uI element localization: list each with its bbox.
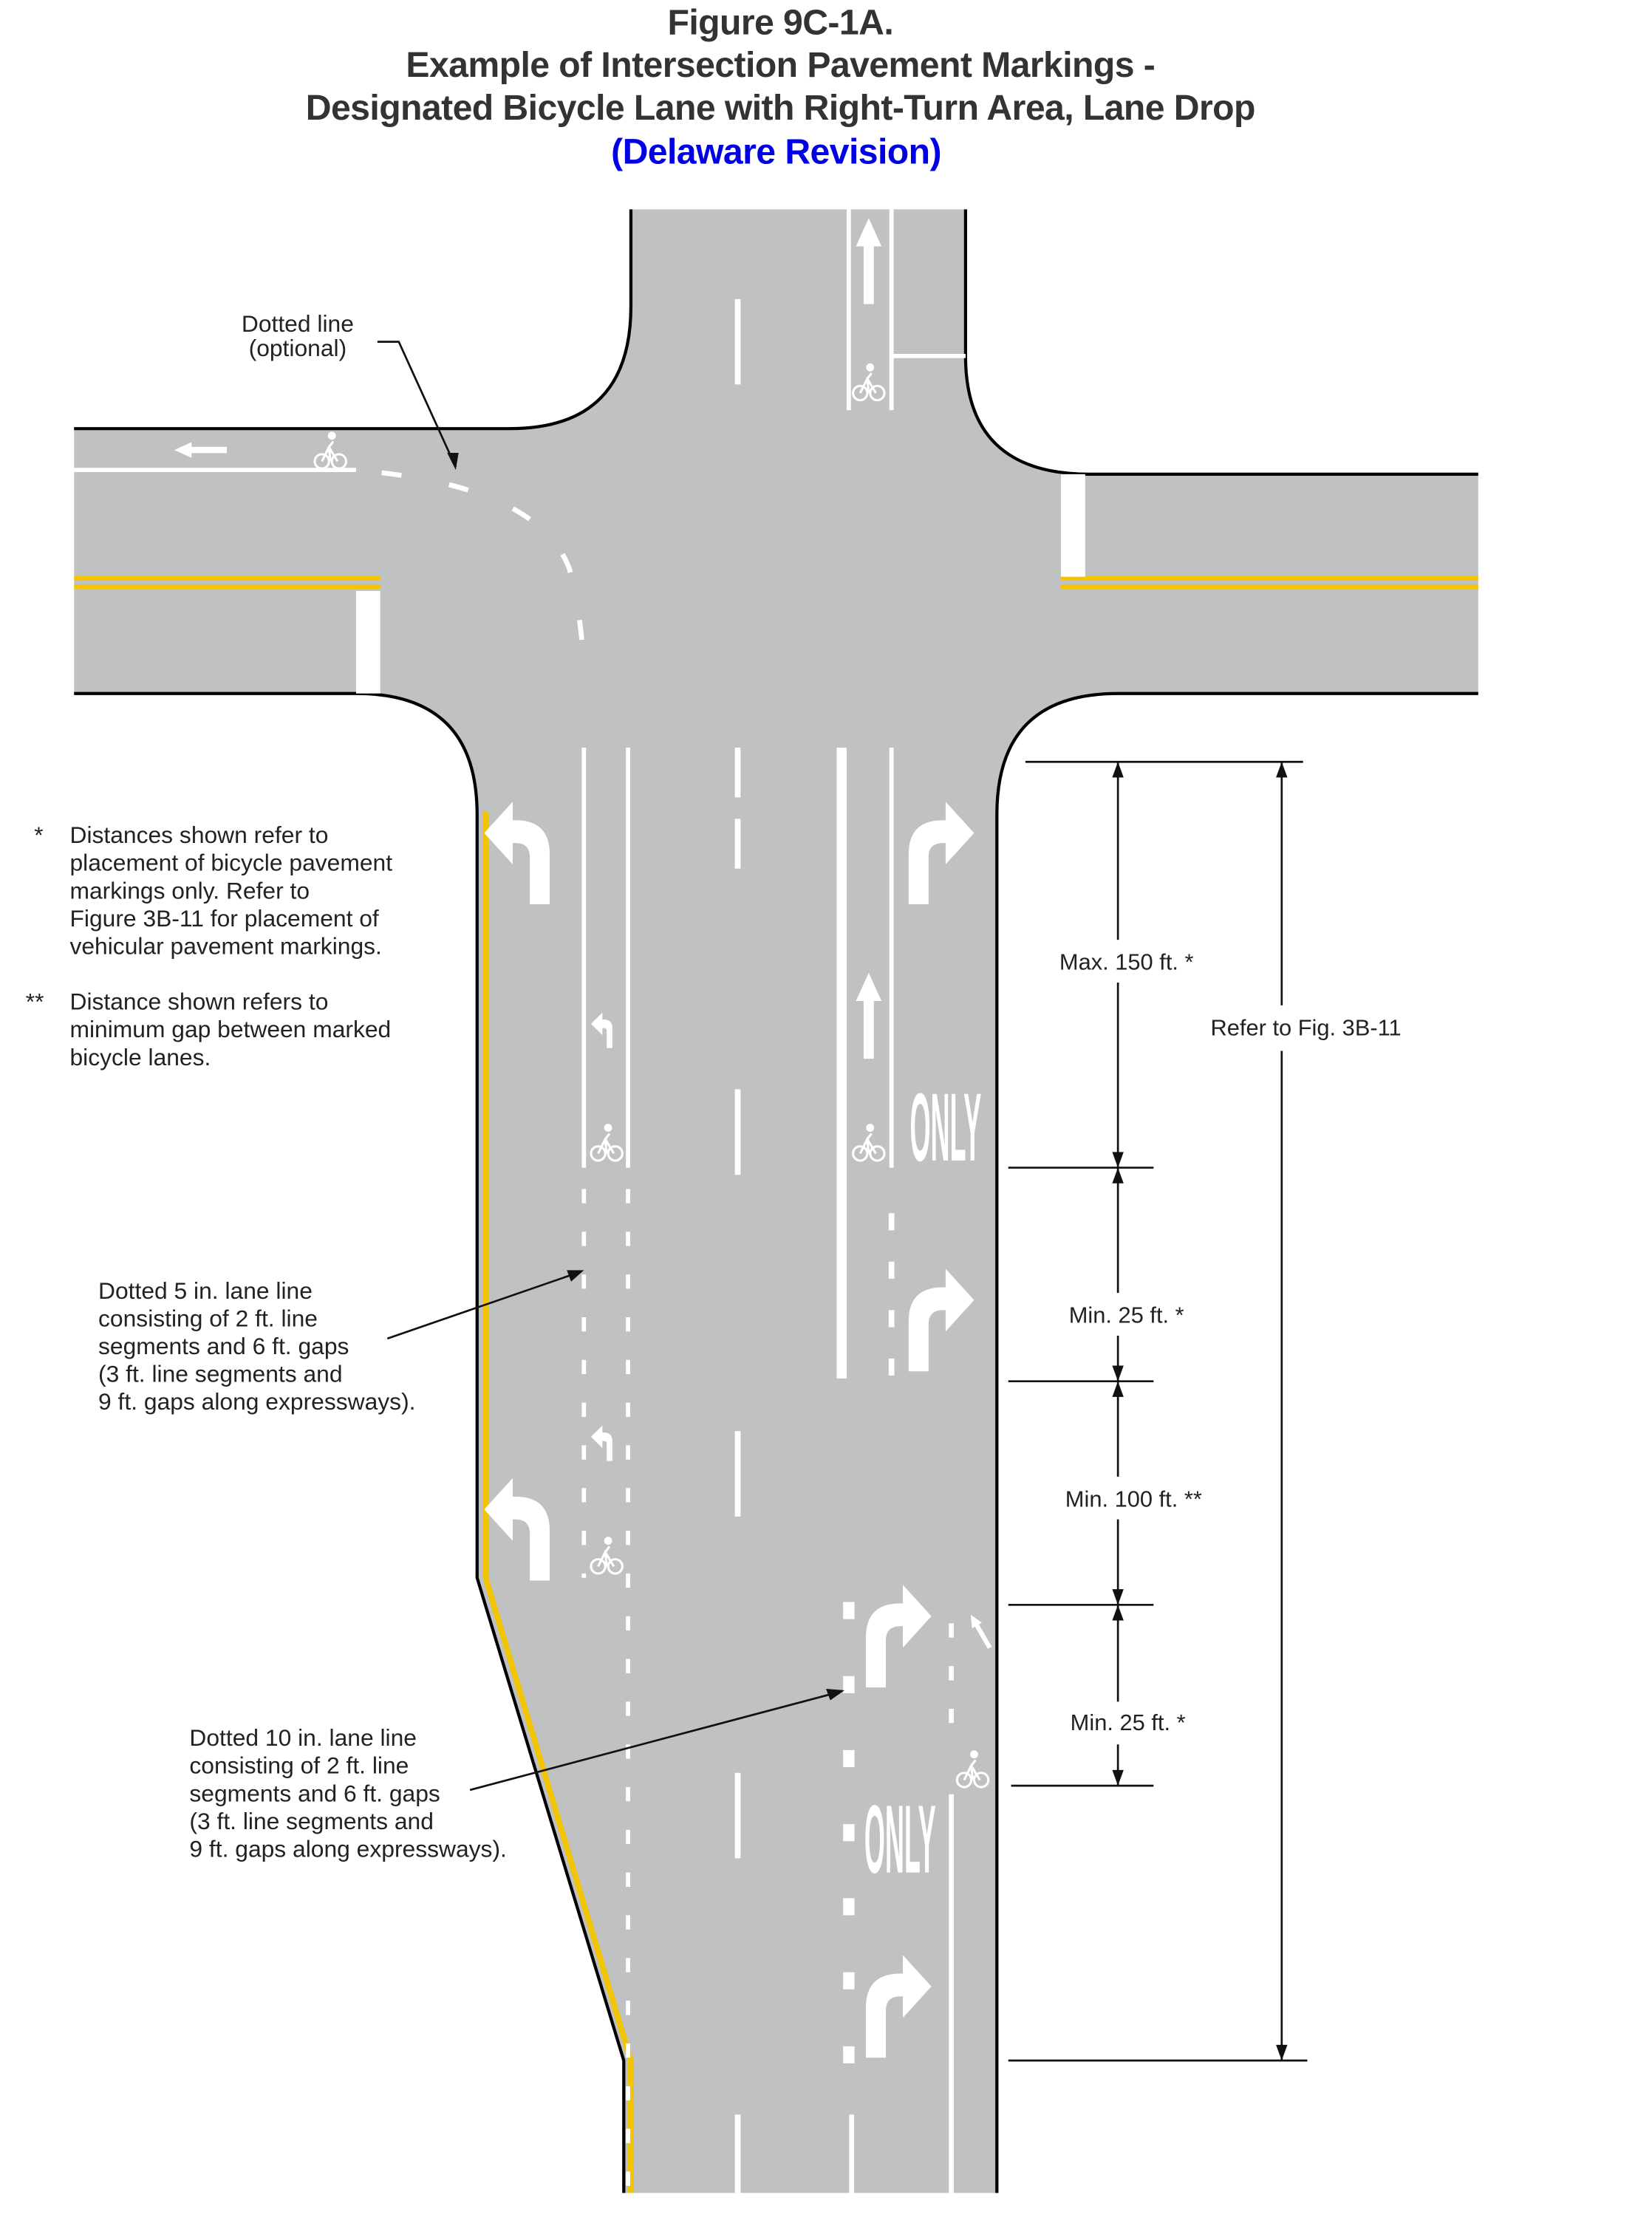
dimension-min-25-b: Min. 25 ft. *: [1071, 1710, 1186, 1735]
dotted-line-optional: [381, 470, 587, 684]
dimension-max-150: Max. 150 ft. *: [1059, 949, 1194, 975]
callout-dotted-optional: Dotted line(optional): [242, 310, 459, 471]
only-pavement-word: ONLY: [864, 1786, 936, 1893]
figure-subtitle: (Delaware Revision): [611, 132, 941, 172]
curb-lines: [74, 209, 1478, 2193]
dimension-min-25-a: Min. 25 ft. *: [1069, 1302, 1184, 1328]
stop-line-east: [1061, 474, 1085, 577]
stop-line-west: [355, 590, 380, 694]
svg-text:Distances shown refer to: Distances shown refer to placement of bi…: [69, 822, 398, 959]
svg-text:*: *: [34, 822, 43, 848]
svg-text:Dotted line(optional): Dotted line(optional): [242, 310, 354, 361]
figure-number: Figure 9C-1A.: [667, 2, 893, 42]
svg-text:**: **: [26, 988, 44, 1015]
dimension-lines: Max. 150 ft. * Min. 25 ft. * Min. 100 ft…: [1008, 760, 1402, 2062]
svg-text:Distance shown refers to: Distance shown refers to minimum gap bet…: [69, 988, 397, 1070]
dimension-refer-fig: Refer to Fig. 3B-11: [1210, 1014, 1401, 1040]
callout-dotted-10in: Dotted 10 in. lane line consisting of 2 …: [189, 1689, 845, 1862]
callout-dotted-5in: Dotted 5 in. lane line consisting of 2 f…: [98, 1270, 584, 1415]
yellow-centerlines: [74, 576, 1478, 2193]
figure-title-line-1: Example of Intersection Pavement Marking…: [406, 45, 1155, 85]
footnotes: * Distances shown refer to placement of …: [26, 822, 398, 1070]
dimension-min-100: Min. 100 ft. **: [1065, 1486, 1202, 1512]
svg-text:Dotted 5 in. lane line c: Dotted 5 in. lane line consisting of 2 f…: [98, 1277, 415, 1415]
svg-text:Dotted 10 in. lane line: Dotted 10 in. lane line consisting of 2 …: [189, 1724, 506, 1862]
white-lane-markings: [74, 209, 1085, 2193]
only-pavement-word: ONLY: [910, 1074, 982, 1182]
road-pavement: [74, 209, 1478, 2193]
figure-title-line-2: Designated Bicycle Lane with Right-Turn …: [306, 88, 1255, 128]
